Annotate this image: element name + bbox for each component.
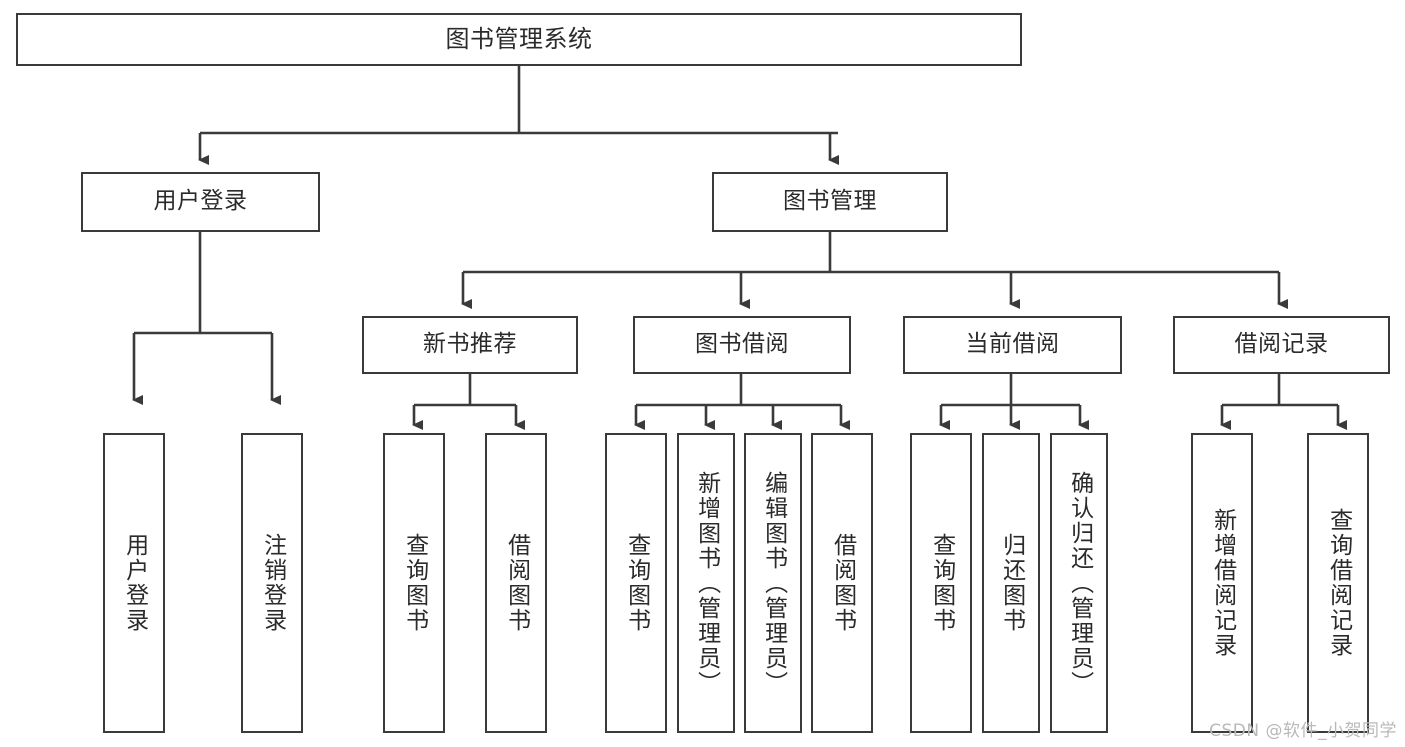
- node-new-book-recommend[interactable]: 新书推荐: [362, 316, 578, 374]
- leaf-record-add-record[interactable]: 新增借阅记录: [1191, 433, 1253, 733]
- node-label: 确认归还（管理员）: [1066, 470, 1093, 696]
- node-label: 新书推荐: [423, 331, 517, 358]
- node-root-system[interactable]: 图书管理系统: [16, 13, 1022, 66]
- node-label: 借阅图书: [829, 533, 856, 633]
- leaf-current-confirm-return-admin[interactable]: 确认归还（管理员）: [1050, 433, 1108, 733]
- node-label: 图书管理系统: [445, 25, 593, 54]
- node-label: 查询图书: [928, 533, 955, 633]
- node-current-borrow[interactable]: 当前借阅: [903, 316, 1122, 374]
- node-label: 图书管理: [783, 188, 877, 215]
- node-user-login[interactable]: 用户登录: [81, 172, 320, 232]
- leaf-borrow-add-book-admin[interactable]: 新增图书（管理员）: [677, 433, 735, 733]
- leaf-borrow-borrow-book[interactable]: 借阅图书: [811, 433, 873, 733]
- node-book-borrow[interactable]: 图书借阅: [633, 316, 851, 374]
- leaf-borrow-query-book[interactable]: 查询图书: [605, 433, 667, 733]
- node-label: 用户登录: [153, 188, 248, 215]
- node-label: 用户登录: [121, 533, 148, 633]
- node-label: 注销登录: [259, 533, 286, 633]
- node-borrow-record[interactable]: 借阅记录: [1173, 316, 1390, 374]
- node-label: 借阅图书: [503, 533, 530, 633]
- node-label: 借阅记录: [1234, 331, 1329, 358]
- leaf-user-login-signin[interactable]: 用户登录: [103, 433, 165, 733]
- leaf-user-login-signout[interactable]: 注销登录: [241, 433, 303, 733]
- leaf-current-query-book[interactable]: 查询图书: [910, 433, 972, 733]
- node-book-management[interactable]: 图书管理: [712, 172, 948, 232]
- node-label: 新增图书（管理员）: [693, 470, 720, 696]
- watermark-text: CSDN @软件_小贺同学: [1209, 721, 1397, 741]
- node-label: 当前借阅: [965, 331, 1060, 358]
- node-label: 查询图书: [623, 533, 650, 633]
- node-label: 图书借阅: [695, 331, 789, 358]
- node-label: 新增借阅记录: [1209, 508, 1236, 658]
- node-label: 归还图书: [998, 533, 1025, 633]
- node-label: 查询借阅记录: [1325, 508, 1352, 658]
- leaf-borrow-edit-book-admin[interactable]: 编辑图书（管理员）: [744, 433, 802, 733]
- leaf-new-book-borrow[interactable]: 借阅图书: [485, 433, 547, 733]
- leaf-new-book-query[interactable]: 查询图书: [383, 433, 445, 733]
- leaf-current-return-book[interactable]: 归还图书: [982, 433, 1040, 733]
- node-label: 查询图书: [401, 533, 428, 633]
- node-label: 编辑图书（管理员）: [760, 470, 787, 696]
- leaf-record-query-record[interactable]: 查询借阅记录: [1307, 433, 1369, 733]
